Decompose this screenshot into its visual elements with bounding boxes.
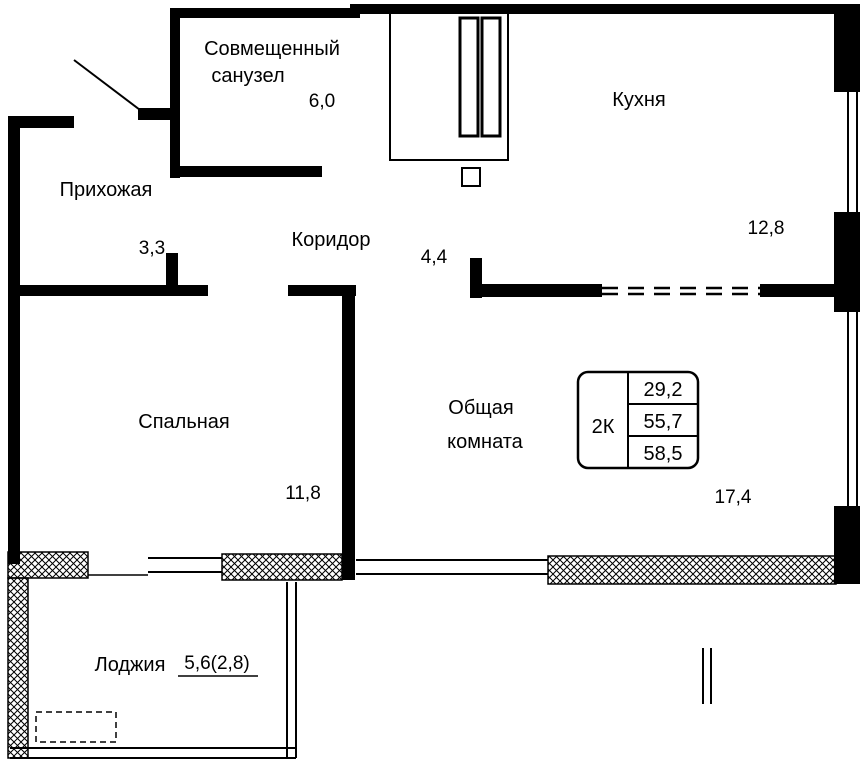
wall-left-outer <box>8 116 20 564</box>
wall-hallway-door-jamb <box>166 253 178 296</box>
wall-hallway-bottom-b <box>178 285 208 296</box>
bedroom-name: Спальная <box>138 411 229 433</box>
living-room-name-line2: комната <box>447 431 524 453</box>
apartment-info-box: 2К 29,2 55,7 58,5 <box>576 370 700 470</box>
column-icon <box>461 167 481 187</box>
corridor-name: Коридор <box>292 229 371 251</box>
entry-door-swing-icon <box>73 59 149 117</box>
wall-top-kitchen <box>350 4 860 14</box>
hallway-name: Прихожая <box>60 179 153 201</box>
wall-entry-stub <box>138 108 174 120</box>
kitchen-name: Кухня <box>612 89 666 111</box>
room-labels: Совмещенный санузел 6,0 Кухня 12,8 Прихо… <box>60 38 785 677</box>
wall-corridor-bottom <box>288 285 356 296</box>
corridor-area-label: 4,4 <box>421 247 448 268</box>
loggia-name: Лоджия <box>95 654 166 676</box>
info-value-1: 29,2 <box>644 379 683 401</box>
loggia-cabinet-dashed-icon <box>35 711 117 743</box>
bathroom-name-line2: санузел <box>211 65 284 87</box>
vent-shaft-duct-icon <box>458 16 480 138</box>
hallway-area-label: 3,3 <box>139 238 165 259</box>
wall-bathroom-bottom <box>170 166 322 177</box>
bedroom-area-label: 11,8 <box>285 483 321 504</box>
vent-shaft-niche <box>389 11 509 161</box>
wall-right-top <box>834 4 860 92</box>
vent-shaft-duct-icon <box>480 16 502 138</box>
fixtures <box>35 11 760 743</box>
wall-left-top <box>8 116 74 128</box>
wall-hallway-bottom-a <box>8 285 170 296</box>
info-box-frame <box>576 370 700 470</box>
hatch-wall-bottom-right <box>547 555 837 585</box>
hatch-wall-bottom-left <box>7 551 89 579</box>
kitchen-area-label: 12,8 <box>748 218 785 239</box>
hatched-walls <box>7 551 837 759</box>
wall-kitchen-living-left <box>470 284 602 297</box>
info-value-2: 55,7 <box>644 411 683 433</box>
wall-top-bathroom <box>170 8 360 18</box>
hatch-wall-loggia-left <box>7 577 29 759</box>
hatch-wall-bottom-mid <box>221 553 343 581</box>
windows <box>10 92 858 759</box>
living-room-name-line1: Общая <box>448 397 513 419</box>
bathroom-area-label: 6,0 <box>309 91 335 112</box>
info-value-3: 58,5 <box>644 443 683 465</box>
apartment-type-label: 2К <box>592 416 615 438</box>
living-room-area-label: 17,4 <box>715 487 752 508</box>
wall-bedroom-living-divider <box>342 285 355 580</box>
wall-right-mid <box>834 212 860 312</box>
bathroom-name-line1: Совмещенный <box>204 38 340 60</box>
loggia-area-label: 5,6(2,8) <box>184 653 249 674</box>
wall-right-bottom <box>834 506 860 584</box>
walls <box>8 4 860 584</box>
wall-bathroom-left <box>170 8 180 178</box>
